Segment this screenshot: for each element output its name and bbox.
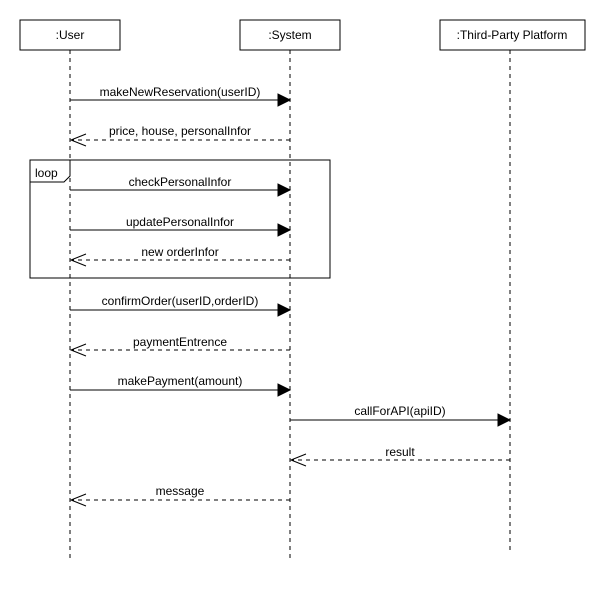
message-7[interactable]: paymentEntrence <box>69 335 290 357</box>
arrowhead-filled-icon <box>277 183 292 197</box>
message-label: paymentEntrence <box>133 335 227 349</box>
arrowhead-filled-icon <box>277 93 292 107</box>
message-label: result <box>385 445 415 459</box>
arrowhead-open-icon <box>289 453 307 467</box>
message-label: callForAPI(apiID) <box>354 404 445 418</box>
message-label: confirmOrder(userID,orderID) <box>102 294 259 308</box>
participant-platform[interactable]: :Third-Party Platform <box>439 19 586 51</box>
message-9[interactable]: callForAPI(apiID) <box>290 404 512 427</box>
arrowhead-open-icon <box>69 133 87 147</box>
message-label: price, house, personalInfor <box>109 124 251 138</box>
arrowhead-filled-icon <box>277 223 292 237</box>
arrowhead-open-icon <box>69 253 87 267</box>
participant-label-system: :System <box>268 28 311 42</box>
arrowhead-filled-icon <box>277 303 292 317</box>
loop-fragment-keyword: loop <box>35 166 58 180</box>
participant-label-platform: :Third-Party Platform <box>457 28 568 42</box>
message-label: message <box>156 484 205 498</box>
participant-system[interactable]: :System <box>239 19 341 51</box>
message-6[interactable]: confirmOrder(userID,orderID) <box>70 294 292 317</box>
participant-box-user[interactable] <box>19 19 121 51</box>
message-8[interactable]: makePayment(amount) <box>70 374 292 397</box>
message-label: new orderInfor <box>141 245 218 259</box>
participant-user[interactable]: :User <box>19 19 121 51</box>
message-label: makeNewReservation(userID) <box>100 85 261 99</box>
message-label: updatePersonalInfor <box>126 215 234 229</box>
lifelines <box>69 50 511 560</box>
message-label: makePayment(amount) <box>118 374 243 388</box>
loop-fragment[interactable]: loop <box>29 159 331 279</box>
message-2[interactable]: price, house, personalInfor <box>69 124 290 147</box>
message-3[interactable]: checkPersonalInfor <box>70 175 292 197</box>
arrowhead-open-icon <box>69 343 87 357</box>
message-4[interactable]: updatePersonalInfor <box>70 215 292 237</box>
message-5[interactable]: new orderInfor <box>69 245 290 267</box>
participant-box-platform[interactable] <box>439 19 586 51</box>
participant-label-user: :User <box>56 28 85 42</box>
loop-fragment-frame[interactable] <box>29 159 331 279</box>
message-10[interactable]: result <box>289 445 510 467</box>
message-label: checkPersonalInfor <box>129 175 232 189</box>
loop-fragment-tab <box>30 160 71 183</box>
message-1[interactable]: makeNewReservation(userID) <box>70 85 292 107</box>
message-11[interactable]: message <box>69 484 290 507</box>
arrowhead-filled-icon <box>277 383 292 397</box>
arrowhead-open-icon <box>69 493 87 507</box>
arrowhead-filled-icon <box>497 413 512 427</box>
participant-box-system[interactable] <box>239 19 341 51</box>
